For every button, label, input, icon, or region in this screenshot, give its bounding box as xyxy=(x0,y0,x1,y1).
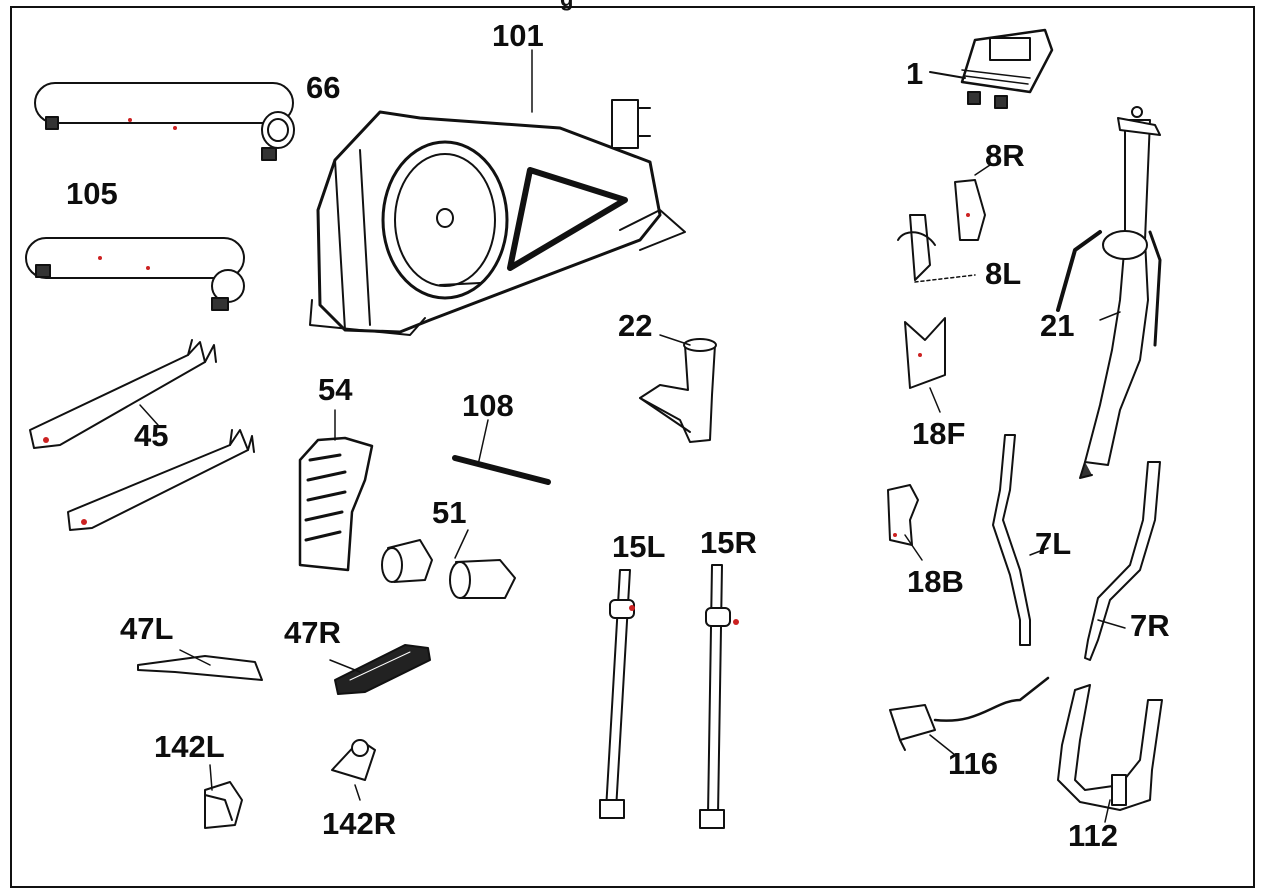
label-18F: 18F xyxy=(912,416,966,451)
label-116: 116 xyxy=(948,746,999,781)
diagram-frame xyxy=(10,6,1255,888)
label-54: 54 xyxy=(318,372,353,407)
part-101-main-frame xyxy=(309,49,686,336)
label-8L: 8L xyxy=(985,256,1022,291)
label-8R: 8R xyxy=(985,138,1025,173)
part-15L-lower-handlebar xyxy=(599,569,635,819)
part-8L-bracket xyxy=(897,214,976,283)
part-47L-pedal xyxy=(137,649,263,681)
label-47R: 47R xyxy=(284,615,341,650)
label-1: 1 xyxy=(906,56,924,91)
label-142L: 142L xyxy=(154,729,225,764)
label-66: 66 xyxy=(306,70,341,105)
label-142R: 142R xyxy=(322,806,397,841)
part-105-front-stabilizer xyxy=(25,237,245,311)
part-108-rod xyxy=(452,419,551,485)
label-22: 22 xyxy=(618,308,653,343)
part-142L-cap xyxy=(204,764,243,829)
label-101: 101 xyxy=(492,18,544,53)
label-7R: 7R xyxy=(1130,608,1170,643)
part-1-console xyxy=(929,28,1054,109)
label-18B: 18B xyxy=(907,564,964,599)
part-15R-lower-handlebar xyxy=(699,564,739,829)
label-45: 45 xyxy=(134,418,169,453)
part-18F-shroud xyxy=(904,317,946,413)
part-116-adapter xyxy=(889,676,1050,756)
part-45-pedal-arms xyxy=(29,339,255,531)
part-51-bushings xyxy=(381,529,516,599)
label-21: 21 xyxy=(1040,308,1075,343)
label-108: 108 xyxy=(462,388,514,423)
part-21-upright xyxy=(1056,106,1162,479)
label-112: 112 xyxy=(1068,818,1119,853)
label-51: 51 xyxy=(432,495,467,530)
part-47R-pedal xyxy=(329,644,431,695)
cropped-title-fragment: g xyxy=(560,0,573,12)
part-142R-cap xyxy=(331,739,376,801)
label-15L: 15L xyxy=(612,529,666,564)
part-18B-shroud xyxy=(887,484,923,561)
part-7R-handlebar xyxy=(1084,461,1161,661)
part-8R-bracket xyxy=(954,164,991,241)
part-54-cover xyxy=(298,409,374,572)
part-7L-handlebar xyxy=(992,434,1049,646)
part-22-bracket xyxy=(639,334,717,443)
label-7L: 7L xyxy=(1035,526,1072,561)
label-15R: 15R xyxy=(700,525,757,560)
label-47L: 47L xyxy=(120,611,174,646)
part-66-rear-stabilizer xyxy=(34,82,295,161)
part-112-handlebar-u xyxy=(1057,684,1163,823)
label-105: 105 xyxy=(66,176,118,211)
